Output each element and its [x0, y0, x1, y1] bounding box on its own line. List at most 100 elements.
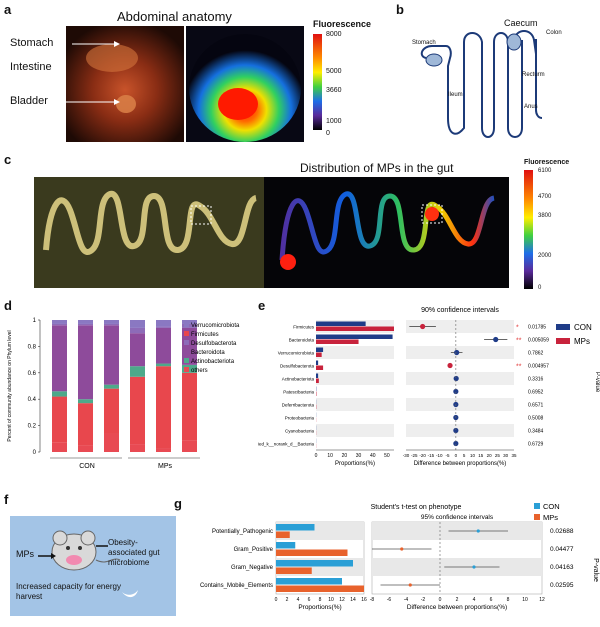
panel-c-title: Distribution of MPs in the gut [300, 161, 454, 175]
phenotype-label: Gram_Negative [231, 565, 274, 571]
label-ileum: Ileum [448, 92, 463, 98]
bar-con [276, 560, 353, 567]
p-value: 0.04163 [550, 564, 574, 571]
gut-tract-line [420, 32, 509, 138]
legend-label: MPs [543, 513, 558, 522]
colorbar-a-tick: 5000 [326, 68, 342, 75]
colorbar-c-tick: 6100 [538, 168, 552, 174]
bar-mps [276, 531, 290, 538]
legend-swatch [184, 358, 189, 363]
taxon-label: Deferribacterota [282, 403, 315, 408]
x-tick-label: 35 [511, 453, 517, 458]
phenotype-label: Gram_Positive [234, 547, 274, 553]
colorbar-c-tick: 0 [538, 285, 542, 291]
extended-error-bar-chart: 90% confidence intervalsFirmicutes*0.017… [240, 307, 600, 467]
x-tick-label: 4 [297, 597, 300, 603]
x-tick-label: 30 [503, 453, 509, 458]
taxon-label: Actinobacteriota [282, 377, 315, 382]
bar-mps [316, 378, 319, 383]
legend-swatch [184, 349, 189, 354]
y-tick-label: 0.6 [28, 371, 37, 377]
diff-point [472, 565, 476, 569]
bar-segment [130, 320, 145, 328]
row-band [316, 346, 394, 359]
gut-fluorescence [264, 177, 509, 288]
y-tick-label: 1 [33, 318, 37, 324]
x-tick-label: -10 [436, 453, 443, 458]
diff-point [476, 529, 480, 533]
x-tick-label: 16 [361, 597, 367, 603]
row-band [406, 372, 514, 385]
stomach-shape [425, 53, 443, 67]
legend-label: others [191, 368, 208, 374]
stacked-bar-chart: Percent of community abundance on Phylum… [7, 318, 240, 470]
taxon-label: unclassified_k__norank_d__Bacteria [258, 442, 314, 447]
x-tick-label: 8 [319, 597, 322, 603]
colorbar-a-tick: 8000 [326, 31, 342, 38]
bar-segment [52, 442, 67, 452]
bar-segment [104, 323, 119, 326]
p-value: 0.004957 [528, 364, 549, 370]
panel-a: Abdominal anatomy Stomach Intestine Blad… [0, 0, 395, 148]
x-tick-label: 10 [327, 453, 333, 459]
legend-label: Verrucomicrobiota [191, 323, 240, 329]
diff-point [493, 336, 499, 343]
panel-label-f: f [4, 492, 9, 507]
colorbar-c [524, 170, 533, 289]
y-tick-label: 0.8 [28, 344, 37, 350]
row-band [316, 424, 394, 437]
bar-segment [156, 327, 171, 364]
gut-diagram [420, 30, 543, 138]
x-tick-label: 12 [539, 597, 545, 603]
bar-con [276, 524, 315, 531]
significance-mark: ** [516, 364, 522, 371]
bar-mps [316, 352, 322, 357]
x-tick-label: -2 [421, 597, 426, 603]
bar-segment [156, 320, 171, 327]
panel-label-c: c [4, 152, 12, 167]
diff-point [453, 388, 459, 395]
panel-f: MPs Obesity-associated gut microbiome In… [10, 516, 176, 616]
bar-segment [182, 364, 197, 373]
p-value: 0.005059 [528, 338, 549, 344]
colorbar-a-title: Fluorescence [313, 19, 372, 29]
bar-segment [52, 391, 67, 397]
diff-point [447, 362, 453, 369]
bar-con [316, 360, 319, 365]
x-tick-label: -20 [419, 453, 426, 458]
bar-segment [52, 323, 67, 326]
x-tick-label: -30 [403, 453, 410, 458]
bar-segment [182, 372, 197, 441]
x-tick-label: -15 [428, 453, 435, 458]
label-anus: Anus [524, 104, 538, 110]
label-bladder: Bladder [10, 95, 48, 107]
significance-mark: * [516, 325, 519, 332]
x-tick-label: 6 [490, 597, 493, 603]
legend-label: Desulfobacterota [191, 341, 237, 347]
obesity-text: Obesity-associated gut microbiome [108, 538, 160, 567]
bar-segment [130, 444, 145, 452]
x-axis-label: Proportions(%) [335, 461, 375, 467]
x-tick-label: 10 [470, 453, 476, 458]
x-tick-label: -6 [387, 597, 392, 603]
legend-swatch [534, 514, 540, 520]
significance-mark: ** [516, 338, 522, 345]
bar-mps [276, 567, 312, 574]
colorbar-a-tick: 0 [326, 130, 330, 137]
p-value-label: P-value [594, 372, 600, 393]
energy-text: Increased capacity for energy harvest [16, 582, 121, 601]
row-band [406, 424, 514, 437]
gut-highlight [66, 555, 82, 565]
p-value: 0.01785 [528, 325, 546, 331]
y-axis-label: Percent of community abundance on Phylum… [7, 330, 13, 441]
diff-point [408, 583, 412, 587]
bar-segment [104, 384, 119, 389]
colorbar-c-tick: 4700 [538, 194, 552, 200]
bar-segment [182, 327, 197, 365]
legend-label: MPs [574, 337, 590, 346]
row-band [406, 398, 514, 411]
y-tick-label: 0 [33, 450, 37, 456]
y-tick-label: 0.2 [28, 424, 37, 430]
x-tick-label: 20 [487, 453, 493, 458]
